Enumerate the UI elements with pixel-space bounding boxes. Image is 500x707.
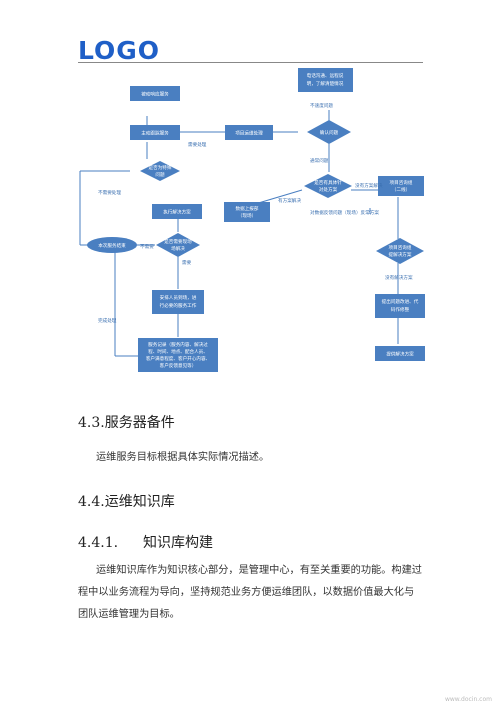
svg-text:程、时间、地点、配合人员、: 程、时间、地点、配合人员、 (148, 348, 208, 355)
node-service-end: 本次服务结束 (87, 237, 137, 253)
node-execute-plan: 执行解决方案 (152, 204, 202, 219)
flow-edges (79, 110, 399, 357)
svg-text:（二线）: （二线） (392, 186, 410, 193)
svg-text:问题: 问题 (155, 171, 165, 178)
svg-text:电话沟通、远程说: 电话沟通、远程说 (307, 72, 344, 79)
label-has-plan: 有方案解决 (278, 197, 301, 204)
svg-text:行必要的服务工作: 行必要的服务工作 (160, 302, 197, 309)
label-no-site: 不需要 (140, 244, 154, 250)
node-project-ops: 项目运维处理 (225, 125, 273, 140)
header-rule (78, 62, 423, 63)
label-need-site: 需要 (182, 260, 192, 266)
svg-text:明，了解清楚情况: 明，了解清楚情况 (307, 80, 344, 87)
node-need-onsite: 是否需要现场 场解决 (156, 233, 200, 257)
node-consult-group: 项目咨询组 （二线） (378, 176, 424, 196)
flowchart: 被动响应服务 主动跟踪服务 项目运维处理 确认问题 电话沟通、远程说 明，了解清… (79, 68, 425, 372)
label-no-problem: 不速度问题 (310, 102, 333, 109)
node-passive-service: 被动响应服务 (130, 86, 180, 101)
svg-text:是否有具体针: 是否有具体针 (314, 179, 342, 186)
svg-text:确认问题: 确认问题 (320, 129, 339, 136)
subsection-label: 知识库构建 (143, 535, 213, 551)
label-done: 完成处理 (98, 317, 117, 324)
svg-text:对处方案: 对处方案 (319, 186, 338, 193)
svg-text:是否为特殊: 是否为特殊 (149, 164, 172, 171)
node-confirm-problem: 确认问题 (307, 120, 351, 144)
label-need: 需要处理 (188, 141, 207, 148)
svg-text:客户反馈意见等）: 客户反馈意见等） (160, 362, 197, 369)
svg-text:项目咨询组: 项目咨询组 (390, 179, 413, 186)
section-body-server-spares: 运维服务目标根据具体实际情况描述。 (96, 452, 270, 463)
label-normal: 通常问题 (310, 157, 329, 164)
node-service-record: 服务记录（服务内容、解决过 程、时间、地点、配合人员、 客户满意程度、客户开心内… (138, 338, 218, 372)
node-arrange-onsite: 安排人员到场，进 行必要的服务工作 (152, 290, 204, 314)
svg-text:项目运维处理: 项目运维处理 (235, 130, 263, 137)
subsection-number: 4.4.1. (78, 535, 119, 551)
node-special-issue: 是否为特殊 问题 (140, 161, 180, 181)
subsection-body-kb-build: 运维知识库作为知识核心部分，是管理中心，有至关重要的功能。构建过程中以业务流程为… (78, 565, 422, 620)
svg-text:提解决方案: 提解决方案 (389, 251, 412, 258)
svg-text:场解决: 场解决 (171, 245, 185, 252)
label-no-need: 不需要处理 (98, 189, 121, 196)
section-title-server-spares: 4.3.服务器备件 (78, 415, 175, 431)
svg-text:被动响应服务: 被动响应服务 (141, 91, 169, 98)
node-has-plan: 是否有具体针 对处方案 (304, 174, 352, 198)
svg-text:数据上报部: 数据上报部 (236, 205, 259, 212)
svg-text:安排人员到场，进: 安排人员到场，进 (160, 294, 197, 301)
node-dev-fix: 提出问题改进、代 码作修整 (375, 294, 425, 318)
svg-text:提出问题改进、代: 提出问题改进、代 (382, 298, 419, 305)
svg-text:项目咨询组: 项目咨询组 (389, 244, 412, 251)
svg-text:是否需要现场: 是否需要现场 (164, 238, 192, 245)
svg-text:（现场）: （现场） (238, 212, 256, 219)
label-remote: 对数据反馈问题（现场）反常方案 (310, 209, 379, 216)
svg-text:服务记录（服务内容、解决过: 服务记录（服务内容、解决过 (148, 341, 208, 348)
node-provide-plan: 提供解决方案 (375, 346, 425, 361)
svg-text:主动跟踪服务: 主动跟踪服务 (141, 130, 169, 137)
section-title-knowledge-base: 4.4.运维知识库 (78, 494, 175, 510)
node-consult-plan: 项目咨询组 提解决方案 (376, 238, 424, 264)
logo: LOGO (78, 36, 161, 65)
node-data-report: 数据上报部 （现场） (224, 202, 270, 222)
label-no-consult: 没有解决方案 (385, 274, 413, 281)
subsection-title-kb-build: 4.4.1. 知识库构建 (78, 532, 213, 552)
svg-text:本次服务结束: 本次服务结束 (98, 242, 126, 249)
svg-text:执行解决方案: 执行解决方案 (163, 209, 191, 216)
svg-text:客户满意程度、客户开心内容、: 客户满意程度、客户开心内容、 (146, 355, 210, 362)
svg-text:提供解决方案: 提供解决方案 (386, 351, 414, 358)
svg-text:码作修整: 码作修整 (391, 306, 410, 313)
node-active-service: 主动跟踪服务 (130, 125, 180, 140)
node-phone-contact: 电话沟通、远程说 明，了解清楚情况 (298, 68, 353, 92)
label-no-plan: 没有方案解决 (355, 182, 383, 189)
watermark: www.docin.com (444, 696, 492, 703)
